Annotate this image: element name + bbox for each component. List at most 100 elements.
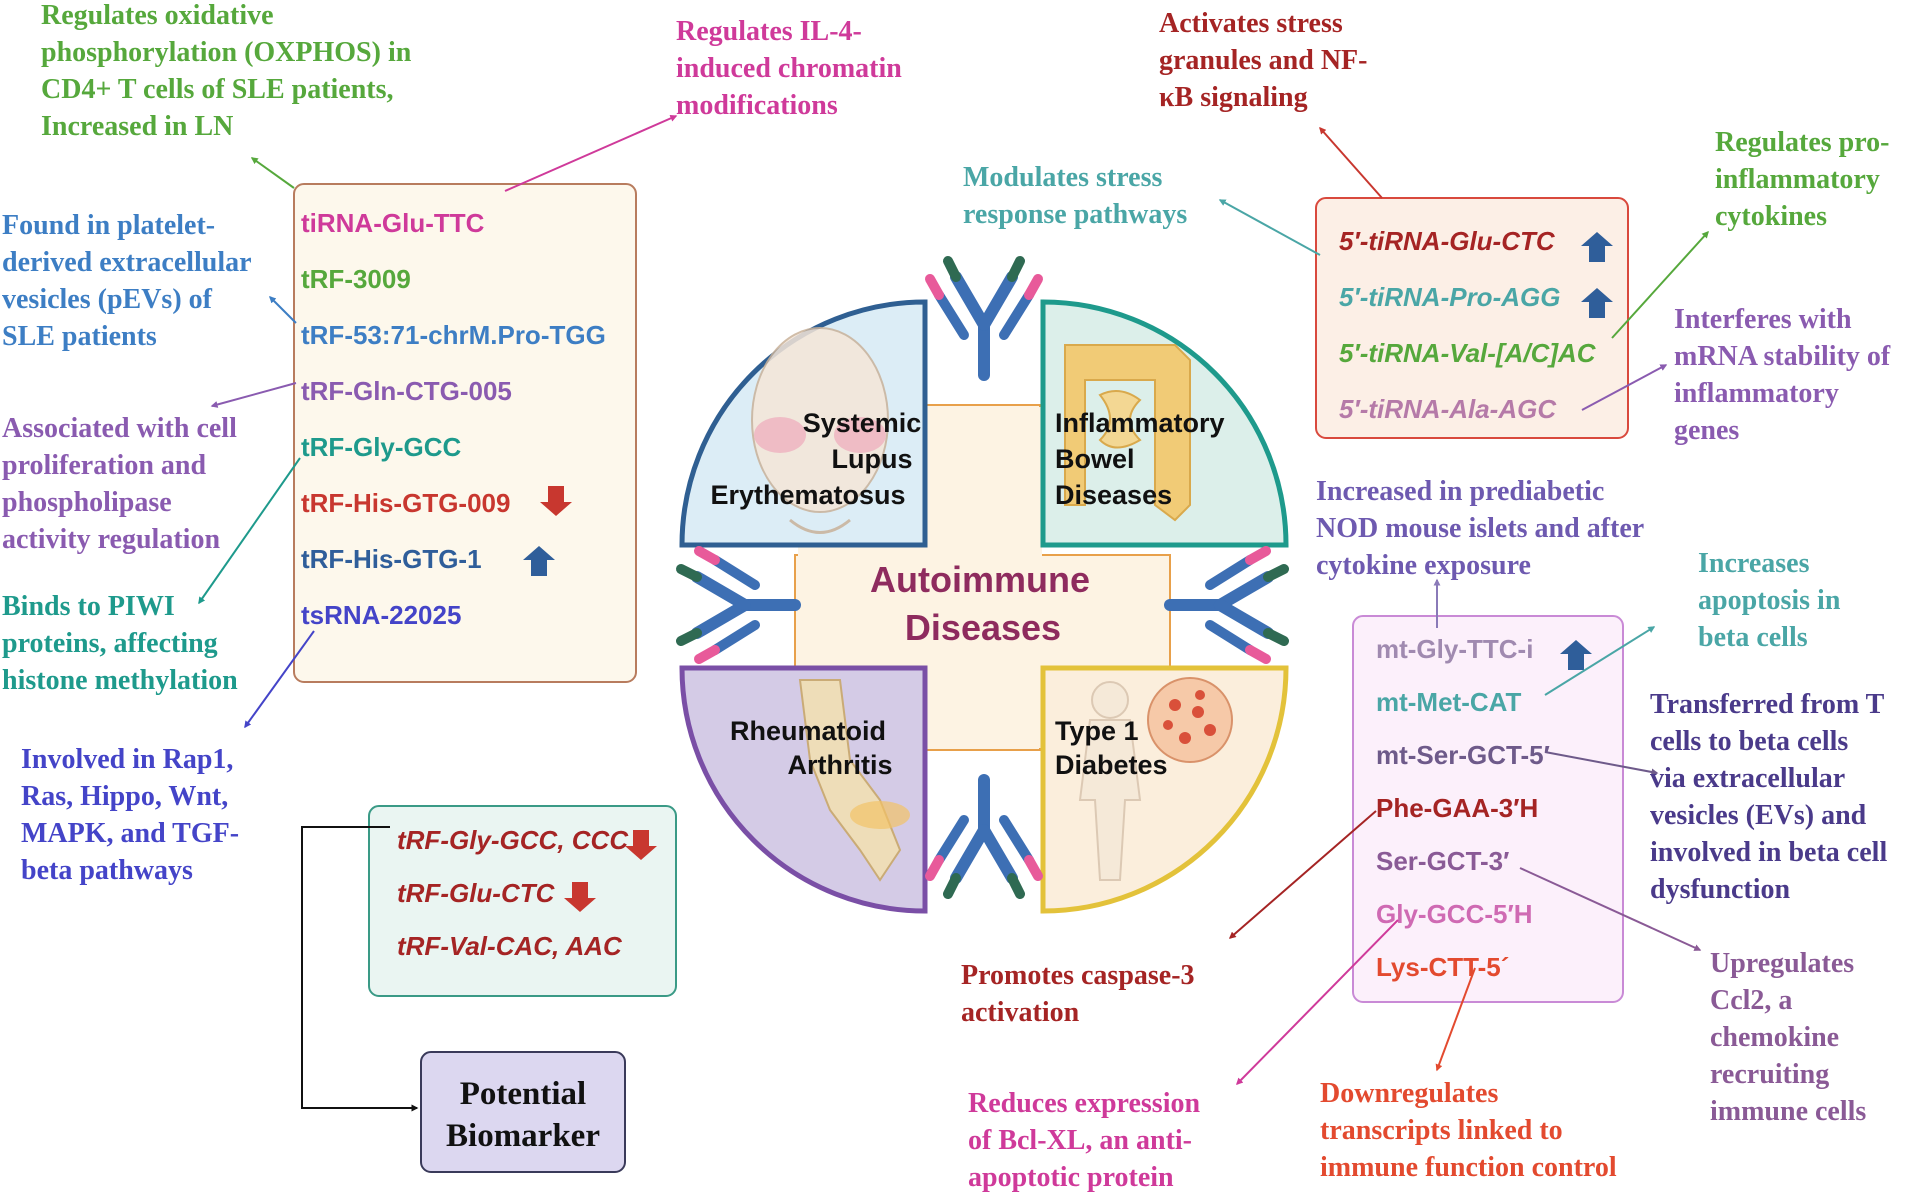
- sle-item-6: tRF-His-GTG-009: [301, 488, 510, 518]
- svg-text:Reduces expression: Reduces expression: [968, 1088, 1200, 1119]
- sle-item-4: tRF-Gln-CTG-005: [301, 376, 512, 406]
- arrow-stress-response: [1218, 199, 1321, 256]
- t1d-item-1: mt-Gly-TTC-i: [1376, 634, 1533, 664]
- svg-text:chemokine: chemokine: [1710, 1022, 1839, 1053]
- down-arrow-icon: [540, 486, 572, 516]
- ra-item-2: tRF-Glu-CTC: [397, 878, 556, 908]
- sle-item-1: tiRNA-Glu-TTC: [301, 208, 485, 238]
- arrow-ccl2: [1519, 867, 1702, 951]
- arrow-mrna: [1581, 364, 1668, 411]
- sle-label-line3: Erythematosus: [710, 480, 905, 510]
- svg-text:Promotes caspase-3: Promotes caspase-3: [961, 960, 1195, 991]
- ra-trna-box: [368, 805, 677, 997]
- annotation-oxphos: Regulates oxidative phosphorylation (OXP…: [41, 0, 412, 142]
- annotation-downreg: Downregulates transcripts linked to immu…: [1320, 1078, 1617, 1183]
- annotation-proinflam: Regulates pro- inflammatory cytokines: [1715, 127, 1889, 232]
- ibd-item-2: 5′-tiRNA-Pro-AGG: [1339, 282, 1560, 312]
- up-arrow-icon: [1560, 640, 1592, 670]
- annotation-platelet: Found in platelet- derived extracellular…: [2, 210, 252, 352]
- arrow-piwi: [198, 457, 301, 605]
- ra-label-line2: Arthritis: [787, 750, 892, 780]
- foot-bones-illustration: [798, 679, 910, 882]
- down-arrow-icon: [625, 830, 657, 860]
- annotation-rap1: Involved in Rap1, Ras, Hippo, Wnt, MAPK,…: [21, 744, 239, 886]
- svg-text:induced chromatin: induced chromatin: [676, 53, 902, 84]
- sle-item-5: tRF-Gly-GCC: [301, 432, 462, 462]
- svg-text:vesicles (pEVs) of: vesicles (pEVs) of: [2, 284, 213, 315]
- svg-text:Regulates IL-4-: Regulates IL-4-: [676, 16, 862, 47]
- svg-text:Upregulates: Upregulates: [1710, 948, 1854, 979]
- sle-label-line1: Systemic: [803, 408, 922, 438]
- t1d-item-7: Lys-CTT-5´: [1376, 952, 1509, 982]
- svg-text:modifications: modifications: [676, 90, 838, 121]
- svg-text:NOD mouse islets and after: NOD mouse islets and after: [1316, 513, 1644, 544]
- arrow-apoptosis: [1544, 626, 1656, 696]
- arrow-rap1: [244, 630, 315, 729]
- svg-text:histone methylation: histone methylation: [2, 665, 238, 696]
- svg-text:Increased in prediabetic: Increased in prediabetic: [1316, 476, 1604, 507]
- svg-text:immune function control: immune function control: [1320, 1152, 1617, 1183]
- arrow-platelet: [269, 296, 297, 324]
- ra-item-1: tRF-Gly-GCC, CCC: [397, 825, 629, 855]
- svg-text:phosphorylation (OXPHOS) in: phosphorylation (OXPHOS) in: [41, 37, 412, 68]
- up-arrow-icon: [1581, 232, 1613, 262]
- svg-text:κB signaling: κB signaling: [1159, 82, 1308, 113]
- svg-text:MAPK, and TGF-: MAPK, and TGF-: [21, 818, 239, 849]
- t1d-trna-box: [1352, 615, 1624, 1003]
- svg-text:Increased in LN: Increased in LN: [41, 111, 233, 142]
- svg-text:mRNA stability of: mRNA stability of: [1674, 341, 1891, 372]
- svg-text:Activates stress: Activates stress: [1159, 8, 1343, 39]
- annotation-stress-granules: Activates stress granules and NF- κB sig…: [1159, 8, 1367, 113]
- svg-text:Found in platelet-: Found in platelet-: [2, 210, 215, 241]
- ibd-item-3: 5′-tiRNA-Val-[A/C]AC: [1339, 338, 1597, 368]
- ibd-label-line2: Bowel: [1055, 444, 1135, 474]
- svg-text:phospholipase: phospholipase: [2, 487, 172, 518]
- antibody-icon-top: [925, 256, 1043, 381]
- svg-text:involved in beta cell: involved in beta cell: [1650, 837, 1887, 868]
- sle-item-2: tRF-3009: [301, 264, 411, 294]
- islet-illustration: [1147, 677, 1233, 763]
- face-illustration: [751, 327, 889, 534]
- antibody-icon-right: [1164, 546, 1289, 664]
- sle-item-8: tsRNA-22025: [301, 600, 461, 630]
- t1d-label-line2: Diabetes: [1055, 750, 1168, 780]
- svg-text:activation: activation: [961, 997, 1080, 1028]
- arrow-downreg: [1435, 967, 1476, 1072]
- center-graphic: Systemic Lupus Erythematosus Inflammator…: [676, 256, 1289, 914]
- svg-text:apoptosis in: apoptosis in: [1698, 585, 1841, 616]
- center-title-line1: Autoimmune: [870, 559, 1090, 600]
- svg-text:Binds to PIWI: Binds to PIWI: [2, 591, 175, 622]
- arrow-transferred: [1544, 751, 1659, 776]
- svg-text:Ras, Hippo, Wnt,: Ras, Hippo, Wnt,: [21, 781, 228, 812]
- intestine-illustration: [1064, 344, 1191, 522]
- ibd-item-1: 5′-tiRNA-Glu-CTC: [1339, 226, 1556, 256]
- arrow-stress-granules: [1319, 126, 1383, 199]
- svg-text:beta pathways: beta pathways: [21, 855, 193, 886]
- up-arrow-icon: [523, 546, 555, 576]
- svg-text:Increases: Increases: [1698, 548, 1810, 579]
- svg-text:inflammatory: inflammatory: [1674, 378, 1839, 409]
- svg-text:apoptotic protein: apoptotic protein: [968, 1162, 1174, 1193]
- down-arrow-icon: [564, 882, 596, 912]
- svg-text:CD4+ T cells of SLE patients,: CD4+ T cells of SLE patients,: [41, 74, 394, 105]
- biomarker-line2: Biomarker: [446, 1118, 600, 1154]
- svg-text:Transferred from T: Transferred from T: [1650, 689, 1885, 720]
- annotation-mrna: Interferes with mRNA stability of inflam…: [1674, 304, 1891, 446]
- annotation-prolif: Associated with cell proliferation and p…: [2, 413, 237, 555]
- t1d-item-3: mt-Ser-GCT-5′: [1376, 740, 1550, 770]
- annotation-caspase: Promotes caspase-3 activation: [961, 960, 1195, 1028]
- antibody-icon-left: [676, 546, 801, 664]
- annotation-bclxl: Reduces expression of Bcl-XL, an anti- a…: [968, 1088, 1200, 1193]
- svg-text:beta cells: beta cells: [1698, 622, 1808, 653]
- annotation-prediabetic: Increased in prediabetic NOD mouse islet…: [1316, 476, 1644, 581]
- annotation-ccl2: Upregulates Ccl2, a chemokine recruiting…: [1710, 948, 1866, 1127]
- ibd-label-line1: Inflammatory: [1055, 408, 1225, 438]
- arrow-prolif: [210, 382, 297, 408]
- body-illustration: [1078, 681, 1142, 881]
- ibd-label-line3: Diseases: [1055, 480, 1172, 510]
- biomarker-line1: Potential: [460, 1076, 586, 1112]
- annotation-stress-response: Modulates stress response pathways: [963, 162, 1187, 230]
- arrow-caspase: [1228, 810, 1377, 939]
- svg-text:activity regulation: activity regulation: [2, 524, 220, 555]
- svg-text:granules and NF-: granules and NF-: [1159, 45, 1367, 76]
